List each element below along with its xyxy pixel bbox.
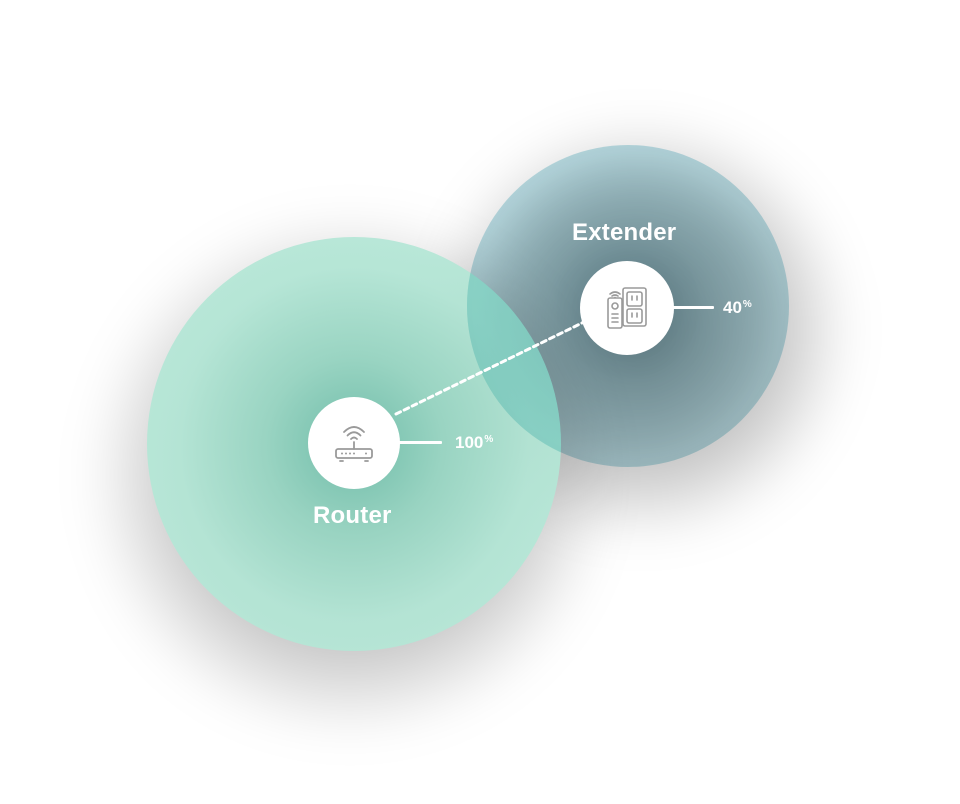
router-signal-tick bbox=[398, 441, 442, 444]
extender-signal-value: 40 bbox=[723, 298, 742, 317]
extender-node[interactable] bbox=[580, 261, 674, 355]
extender-label: Extender bbox=[572, 219, 677, 246]
router-label: Router bbox=[313, 502, 392, 529]
extender-signal-unit: % bbox=[742, 299, 752, 310]
router-icon bbox=[335, 426, 373, 462]
router-signal-unit: % bbox=[484, 434, 494, 445]
extender-signal-tick bbox=[672, 306, 714, 309]
extender-signal-strength: 40% bbox=[723, 298, 752, 318]
extender-plug-icon bbox=[607, 287, 647, 329]
router-signal-value: 100 bbox=[455, 433, 484, 452]
router-node[interactable] bbox=[308, 397, 400, 489]
router-signal-strength: 100% bbox=[455, 433, 493, 453]
